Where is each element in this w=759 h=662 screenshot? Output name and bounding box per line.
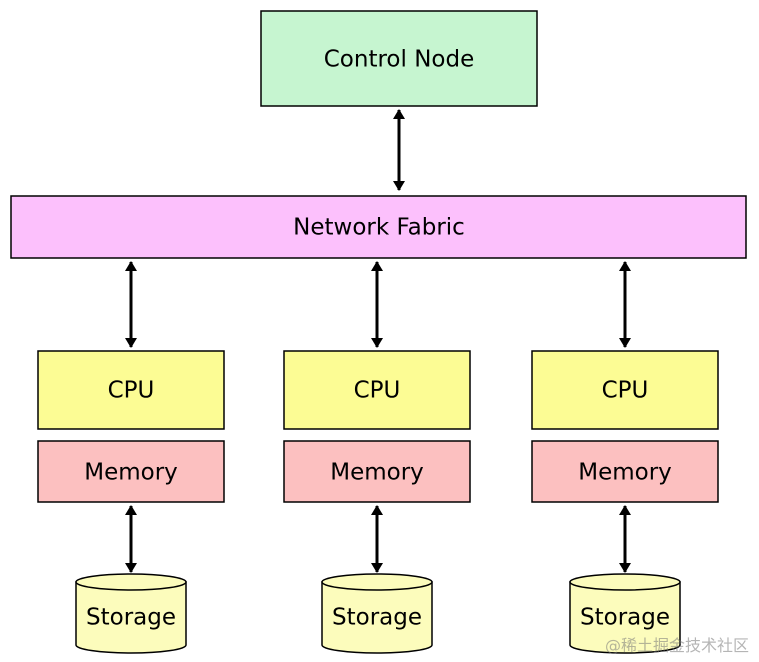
cpu-label: CPU <box>354 378 401 404</box>
storage-cylinder <box>75 573 187 654</box>
compute-node-3: CPU Memory Storage <box>531 261 719 654</box>
memory-label: Memory <box>84 460 178 486</box>
memory-box <box>37 440 225 503</box>
control-node-label: Control Node <box>324 47 474 73</box>
storage-label: Storage <box>86 605 176 631</box>
storage-label: Storage <box>580 605 670 631</box>
cpu-box <box>37 350 225 430</box>
storage-cylinder <box>569 573 681 654</box>
network-fabric-label: Network Fabric <box>293 215 465 241</box>
cpu-box <box>283 350 471 430</box>
memory-label: Memory <box>330 460 424 486</box>
memory-label: Memory <box>578 460 672 486</box>
network-fabric-box <box>10 195 747 259</box>
cpu-box <box>531 350 719 430</box>
cpu-label: CPU <box>108 378 155 404</box>
watermark: @稀土掘金技术社区 <box>604 636 749 655</box>
memory-box <box>531 440 719 503</box>
control-node-box <box>260 10 538 107</box>
storage-label: Storage <box>332 605 422 631</box>
compute-node-1: CPU Memory Storage <box>37 261 225 654</box>
cpu-label: CPU <box>602 378 649 404</box>
storage-cylinder <box>321 573 433 654</box>
memory-box <box>283 440 471 503</box>
compute-node-2: CPU Memory Storage <box>283 261 471 654</box>
